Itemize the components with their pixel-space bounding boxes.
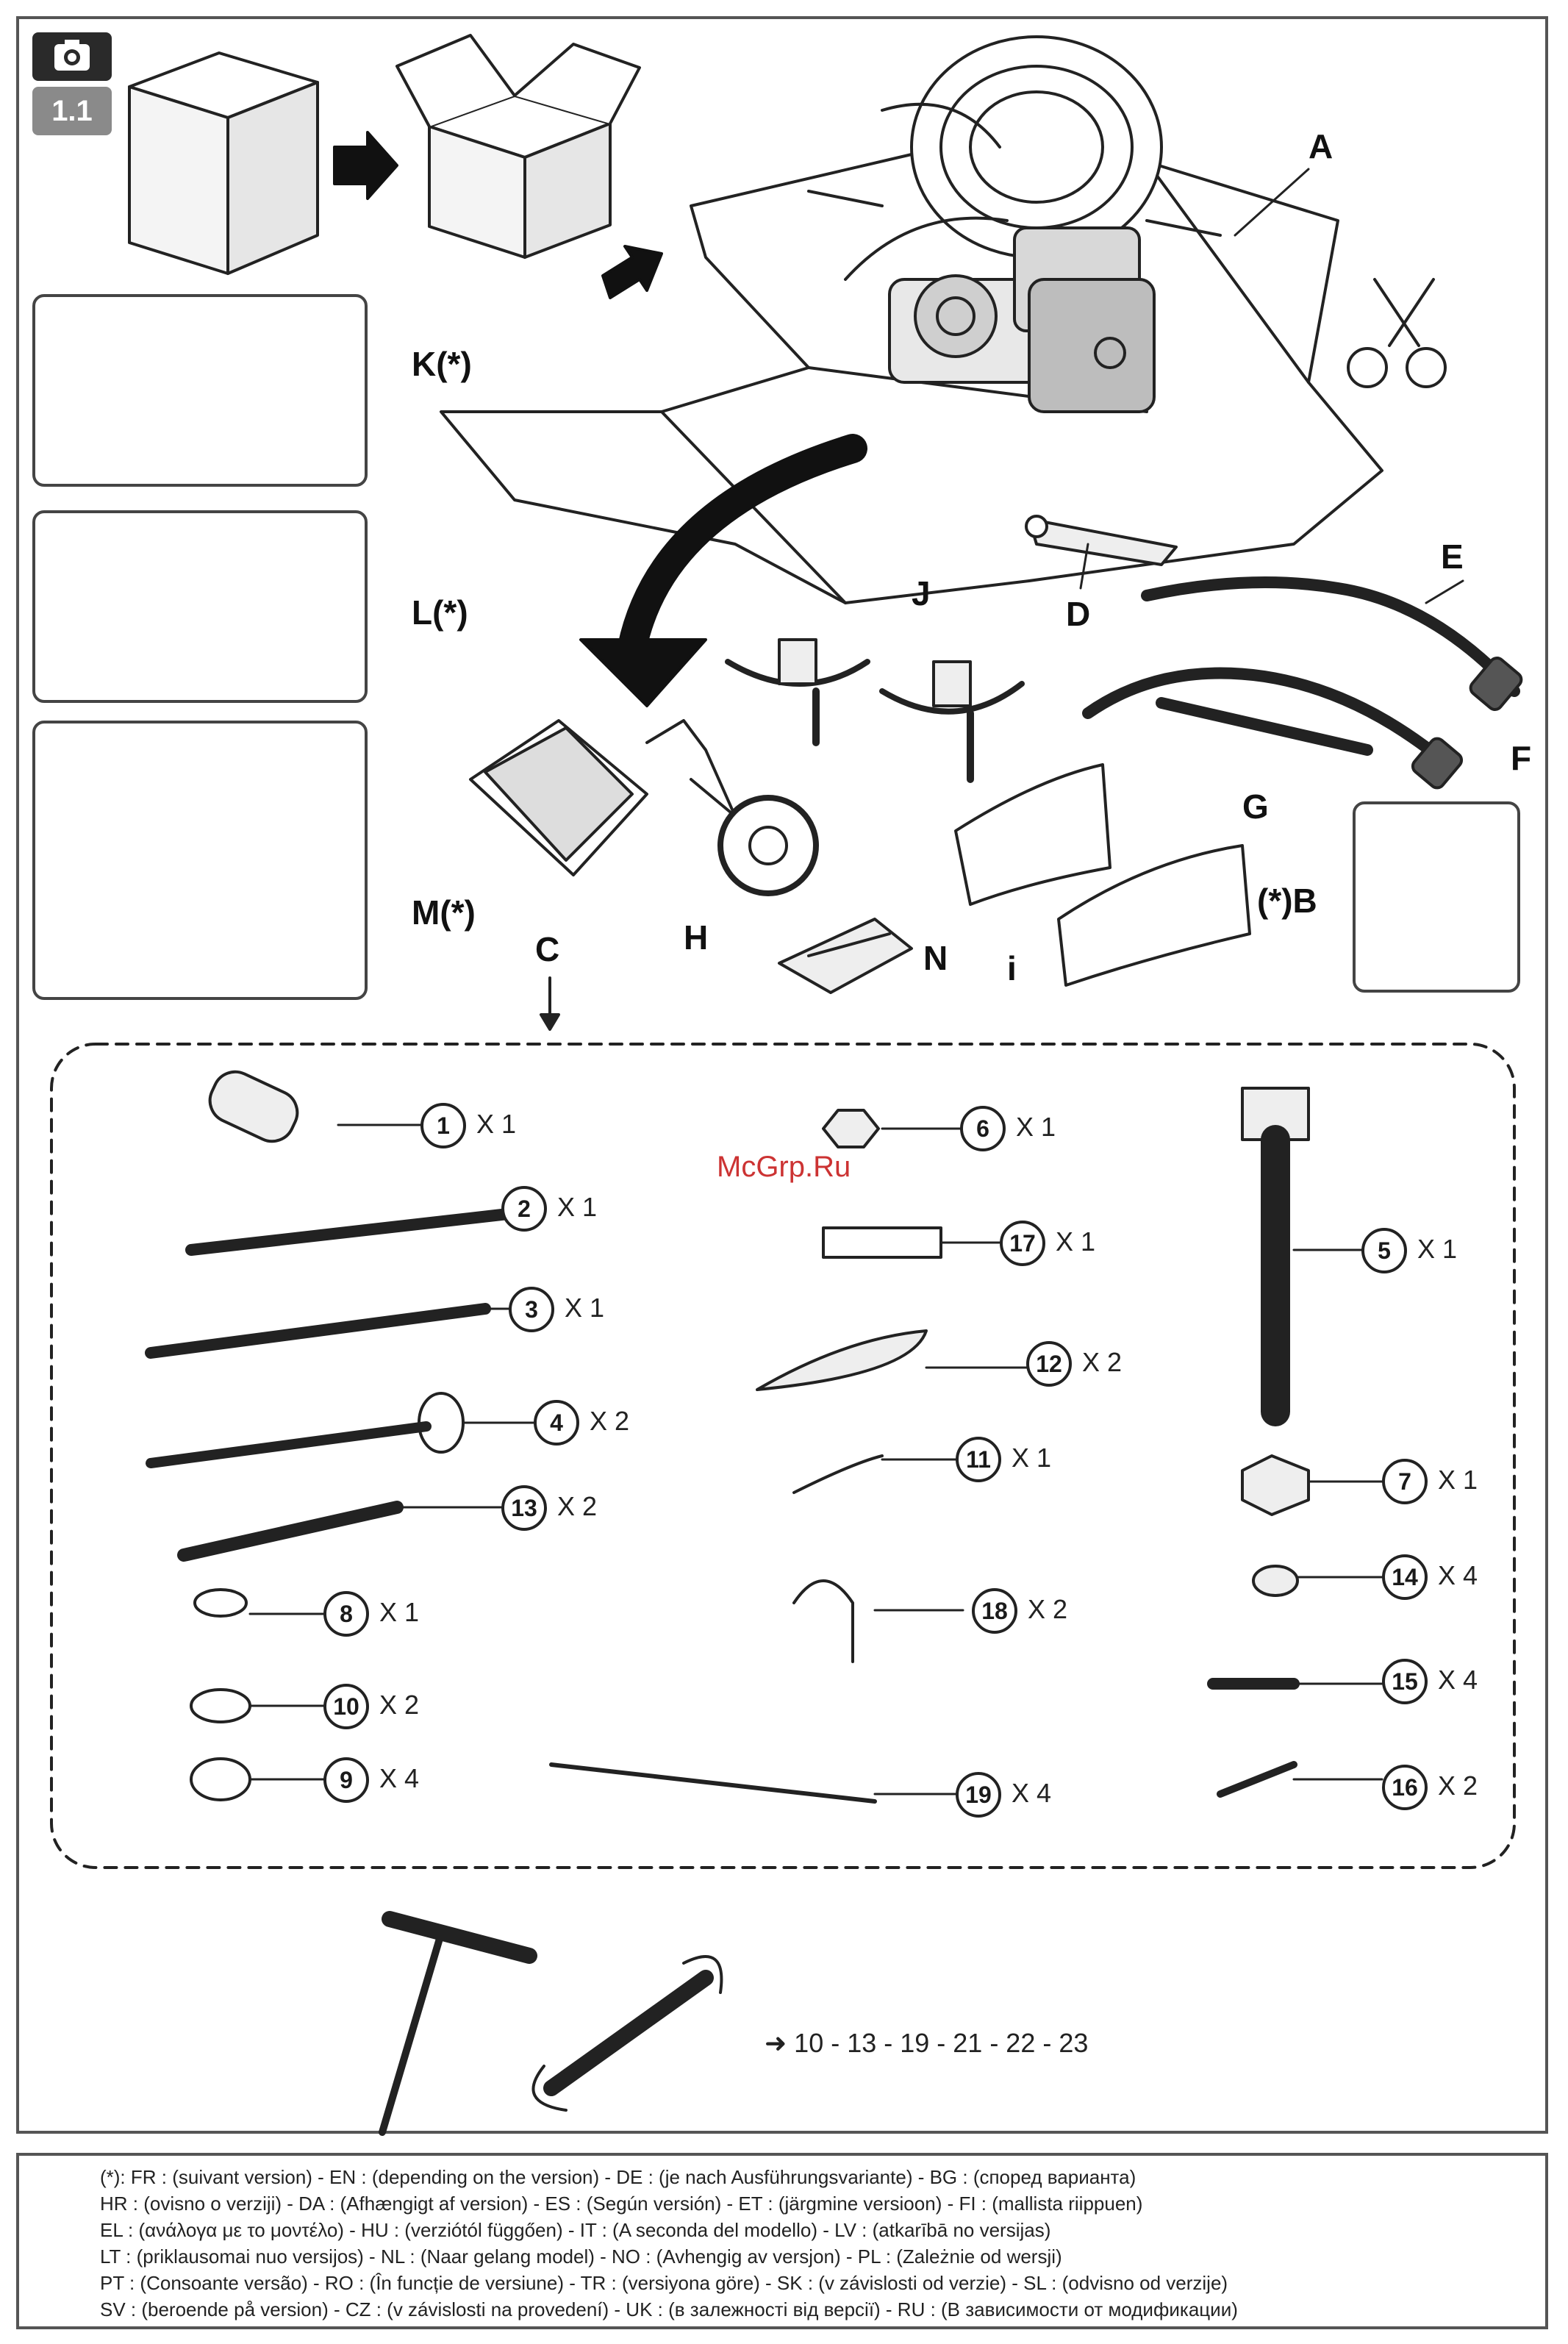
panel-k: [32, 294, 368, 487]
kit-qty: X 4: [1438, 1665, 1478, 1695]
watermark: McGrp.Ru: [717, 1151, 851, 1183]
kit-callout: 8: [323, 1591, 369, 1637]
label-c: C: [535, 930, 560, 968]
part-d: [1025, 515, 1178, 566]
part-e: [1141, 576, 1520, 697]
kit-callout: 2: [501, 1186, 547, 1232]
part-i-shields: [954, 763, 1251, 987]
version-footnote: (*): FR : (suivant version) - EN : (depe…: [16, 2153, 1548, 2329]
part-n: [778, 918, 913, 994]
kit-callout: 1: [420, 1103, 466, 1148]
kit-callout: 16: [1382, 1765, 1428, 1810]
footnote-line: PT : (Consoante versão) - RO : (În funcț…: [100, 2272, 1228, 2294]
page-references: ➜ 10 - 13 - 19 - 21 - 22 - 23: [765, 2028, 1089, 2058]
kit-qty: X 2: [1082, 1347, 1123, 1377]
kit-qty: X 2: [379, 1690, 420, 1720]
part-h-wheel: [645, 719, 819, 896]
kit-qty: X 1: [379, 1597, 420, 1627]
tiller-machine: [807, 35, 1222, 413]
arrow-right-1: [333, 131, 398, 200]
kit-callout: 4: [534, 1400, 579, 1446]
kit-callout: 17: [1000, 1221, 1045, 1266]
hardware-kit-box: [50, 1043, 1516, 1869]
label-k: K(*): [412, 345, 472, 383]
label-a: A: [1309, 127, 1333, 165]
kit-qty: X 2: [1028, 1594, 1068, 1624]
kit-callout: 14: [1382, 1554, 1428, 1600]
label-i: i: [1007, 949, 1017, 987]
label-f: F: [1511, 739, 1532, 777]
part-c-manual: [469, 719, 648, 876]
kit-qty: X 2: [557, 1491, 598, 1521]
label-l: L(*): [412, 593, 468, 632]
footnote-line: EL : (ανάλογα με το μοντέλο) - HU : (ver…: [100, 2219, 1051, 2241]
kit-qty: X 1: [1417, 1234, 1458, 1264]
kit-callout: 9: [323, 1757, 369, 1803]
kit-callout: 6: [960, 1106, 1006, 1151]
kit-callout: 18: [972, 1588, 1017, 1634]
label-e: E: [1441, 537, 1464, 576]
kit-qty: X 1: [1016, 1112, 1056, 1142]
label-g: G: [1242, 787, 1269, 826]
open-wrench-icon: [531, 1955, 723, 2112]
camera-icon: [32, 32, 112, 81]
kit-qty: X 4: [1438, 1560, 1478, 1590]
kit-qty: X 1: [565, 1293, 605, 1323]
footnote-line: LT : (priklausomai nuo versijos) - NL : …: [100, 2245, 1062, 2268]
footnote-line: SV : (beroende på version) - CZ : (v záv…: [100, 2298, 1238, 2320]
kit-callout: 3: [509, 1287, 554, 1332]
scissors-icon: [1347, 278, 1447, 388]
label-b: (*)B: [1257, 882, 1317, 920]
kit-callout: 10: [323, 1684, 369, 1729]
kit-callout: 15: [1382, 1659, 1428, 1704]
kit-qty: X 1: [476, 1109, 517, 1139]
kit-qty: X 1: [1012, 1443, 1052, 1473]
kit-callout: 5: [1361, 1228, 1407, 1273]
arrow-right-2: [601, 245, 663, 299]
kit-callout: 13: [501, 1485, 547, 1531]
footnote-line: HR : (ovisno o verziji) - DA : (Afhængig…: [100, 2193, 1143, 2215]
panel-l: [32, 510, 368, 703]
label-d: D: [1066, 595, 1091, 633]
kit-qty: X 1: [1438, 1465, 1478, 1495]
label-n: N: [923, 939, 948, 977]
kit-qty: X 1: [557, 1192, 598, 1222]
unpack-arrow: [617, 434, 867, 662]
label-m: M(*): [412, 893, 476, 932]
panel-m: [32, 721, 368, 1000]
kit-callout: 11: [956, 1437, 1001, 1482]
t-wrench-icon: [379, 1911, 537, 2136]
label-h: H: [684, 918, 709, 957]
part-j: [725, 638, 1025, 783]
kit-qty: X 1: [1056, 1226, 1096, 1257]
part-g: [1156, 697, 1373, 756]
kit-qty: X 4: [1012, 1778, 1052, 1808]
kit-qty: X 4: [379, 1763, 420, 1793]
kit-qty: X 2: [1438, 1770, 1478, 1801]
step-number: 1.1: [32, 87, 112, 135]
footnote-line: (*): FR : (suivant version) - EN : (depe…: [100, 2166, 1136, 2188]
part-f: [1082, 667, 1454, 771]
kit-qty: X 2: [590, 1406, 630, 1436]
open-box: [395, 34, 641, 259]
panel-b: [1353, 801, 1520, 993]
kit-callout: 19: [956, 1772, 1001, 1818]
kit-callout: 7: [1382, 1459, 1428, 1504]
label-j: J: [912, 574, 931, 612]
closed-box: [128, 51, 319, 275]
kit-callout: 12: [1026, 1341, 1072, 1387]
